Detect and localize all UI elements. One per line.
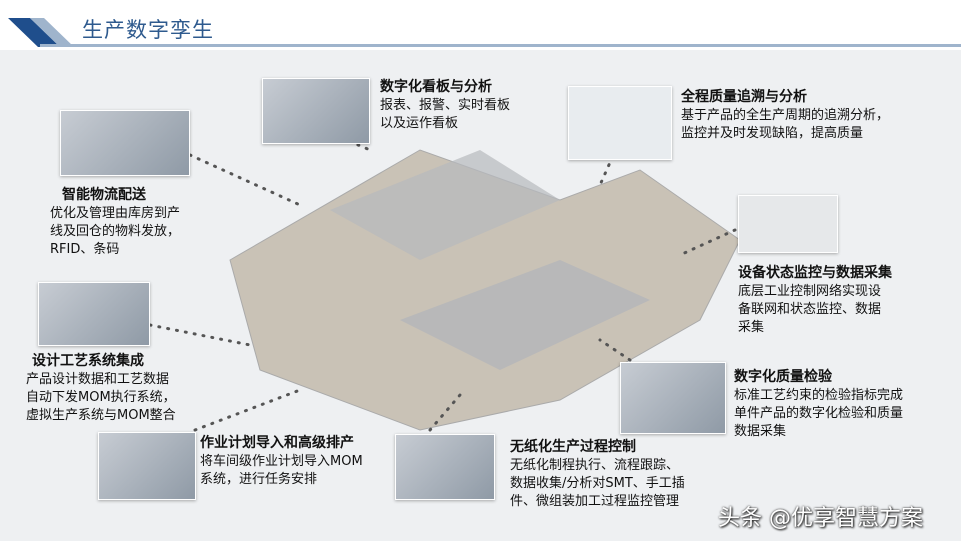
quality-chart-screenshot <box>568 86 672 160</box>
block-paperless: 无纸化生产过程控制无纸化制程执行、流程跟踪、数据收集/分析对SMT、手工插件、微… <box>510 439 685 509</box>
block-equipment: 设备状态监控与数据采集底层工业控制网络实现设备联网和状态监控、数据采集 <box>738 265 892 335</box>
watermark: 头条 @优享智慧方案 <box>718 506 923 531</box>
block-inspection: 数字化质量检验标准工艺约束的检验指标完成单件产品的数字化检验和质量数据采集 <box>734 369 904 439</box>
header-stripe-light <box>30 18 74 47</box>
dashboard-photo <box>262 78 370 144</box>
paperless-photo <box>395 434 495 500</box>
header <box>0 0 961 50</box>
block-logistics: 智能物流配送优化及管理由库房到产线及回仓的物料发放，RFID、条码 <box>50 187 181 257</box>
factory-zone <box>400 260 650 370</box>
equipment-photos <box>738 195 838 253</box>
header-divider <box>40 44 961 47</box>
design-photo <box>38 282 150 346</box>
inspection-photo <box>620 362 726 434</box>
page-title: 生产数字孪生 <box>82 18 214 42</box>
block-dashboard: 数字化看板与分析报表、报警、实时看板以及运作看板 <box>380 79 511 131</box>
block-quality-trace: 全程质量追溯与分析基于产品的全生产周期的追溯分析，监控并及时发现缺陷，提高质量 <box>681 89 890 141</box>
logistics-photo <box>60 110 190 176</box>
block-design: 设计工艺系统集成产品设计数据和工艺数据自动下发MOM执行系统，虚拟生产系统与MO… <box>26 353 176 423</box>
factory-zone <box>330 150 560 260</box>
header-stripe-dark <box>8 18 60 47</box>
planning-photo <box>98 432 196 500</box>
